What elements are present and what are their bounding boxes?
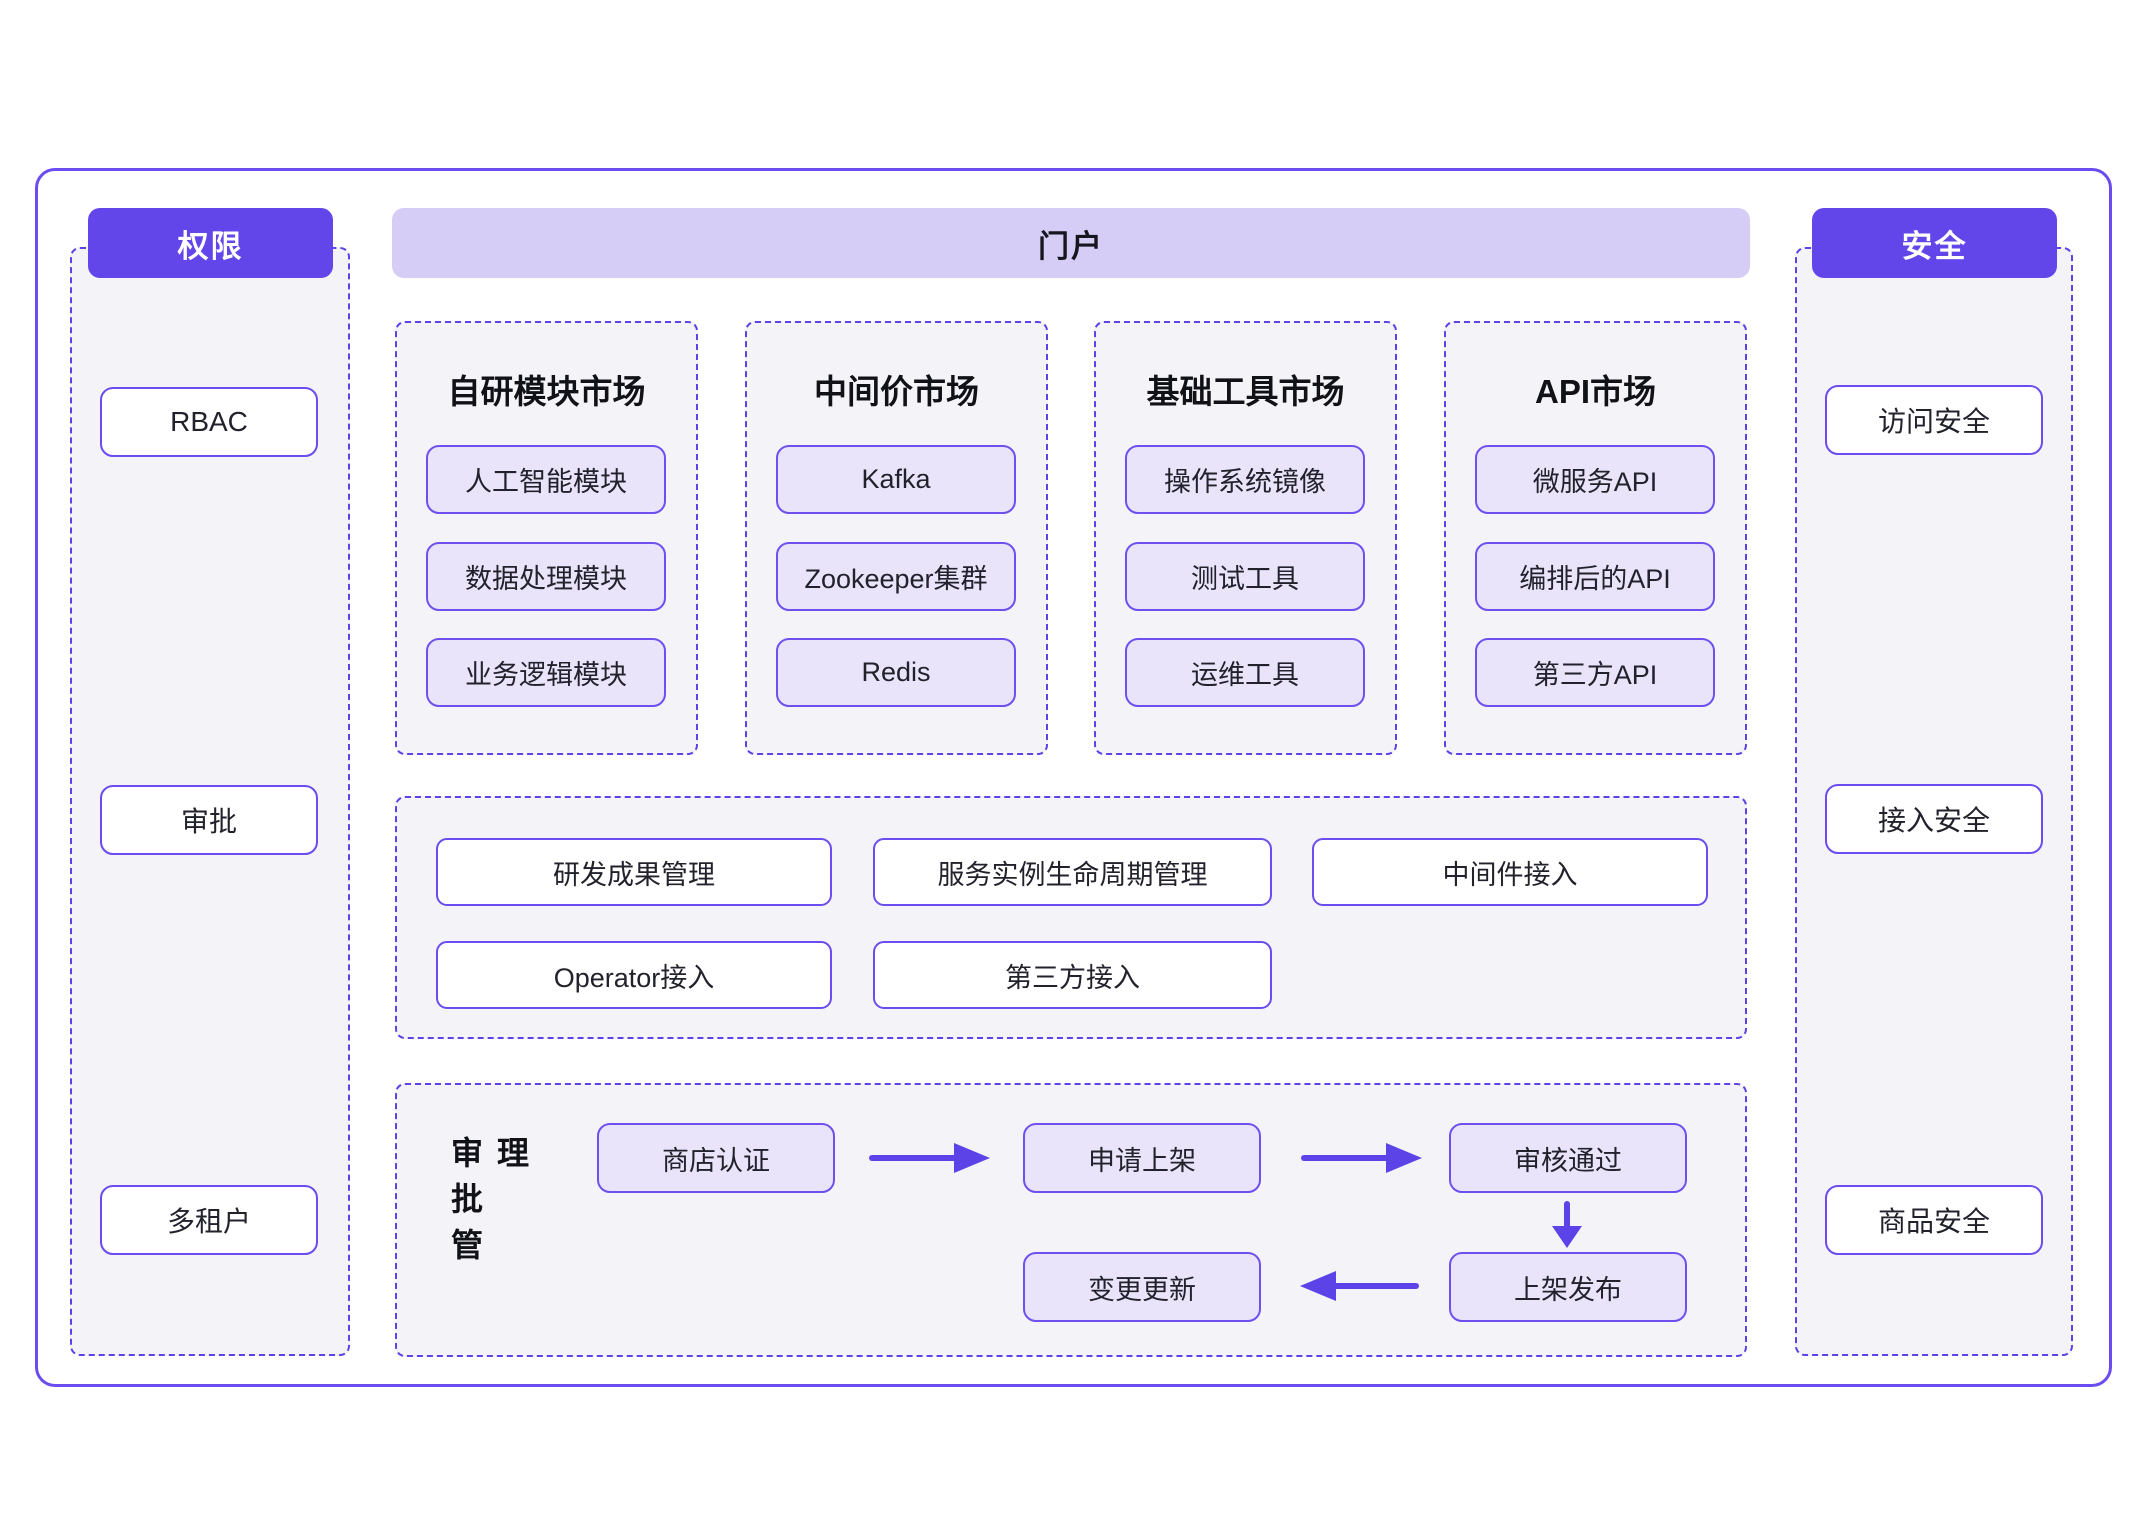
market-item: 数据处理模块 (426, 542, 666, 611)
permissions-panel-title: 权限 (88, 208, 333, 278)
market-item: 业务逻辑模块 (426, 638, 666, 707)
flow-step-review-passed: 审核通过 (1449, 1123, 1687, 1193)
market-column-modules: 自研模块市场 人工智能模块 数据处理模块 业务逻辑模块 (395, 321, 698, 755)
security-panel-title: 安全 (1812, 208, 2057, 278)
management-item-middleware-access: 中间件接入 (1312, 838, 1708, 906)
permission-item-approval: 审批 (100, 785, 318, 855)
management-item-lifecycle: 服务实例生命周期管理 (873, 838, 1272, 906)
market-item: Zookeeper集群 (776, 542, 1016, 611)
market-item: 人工智能模块 (426, 445, 666, 514)
flow-step-change-update: 变更更新 (1023, 1252, 1261, 1322)
portal-banner: 门户 (392, 208, 1750, 278)
market-title: 自研模块市场 (447, 373, 646, 410)
market-column-api: API市场 微服务API 编排后的API 第三方API (1444, 321, 1747, 755)
management-item-thirdparty-access: 第三方接入 (873, 941, 1272, 1009)
market-item: 测试工具 (1125, 542, 1365, 611)
security-item-product: 商品安全 (1825, 1185, 2043, 1255)
permission-item-rbac: RBAC (100, 387, 318, 457)
security-item-integration: 接入安全 (1825, 784, 2043, 854)
market-item: 微服务API (1475, 445, 1715, 514)
flow-step-apply-listing: 申请上架 (1023, 1123, 1261, 1193)
market-item: 操作系统镜像 (1125, 445, 1365, 514)
market-title: 基础工具市场 (1146, 373, 1345, 410)
market-item: Redis (776, 638, 1016, 707)
market-title: 中间价市场 (814, 373, 979, 410)
market-column-middleware: 中间价市场 Kafka Zookeeper集群 Redis (745, 321, 1048, 755)
management-item-operator-access: Operator接入 (436, 941, 832, 1009)
flow-step-publish: 上架发布 (1449, 1252, 1687, 1322)
market-item: Kafka (776, 445, 1016, 514)
market-column-tools: 基础工具市场 操作系统镜像 测试工具 运维工具 (1094, 321, 1397, 755)
flow-step-store-cert: 商店认证 (597, 1123, 835, 1193)
permission-item-multitenant: 多租户 (100, 1185, 318, 1255)
security-item-access: 访问安全 (1825, 385, 2043, 455)
market-item: 编排后的API (1475, 542, 1715, 611)
approval-flow-label: 审批管理 (447, 1136, 529, 1274)
management-item-rd-results: 研发成果管理 (436, 838, 832, 906)
market-item: 第三方API (1475, 638, 1715, 707)
market-title: API市场 (1534, 373, 1656, 410)
market-item: 运维工具 (1125, 638, 1365, 707)
